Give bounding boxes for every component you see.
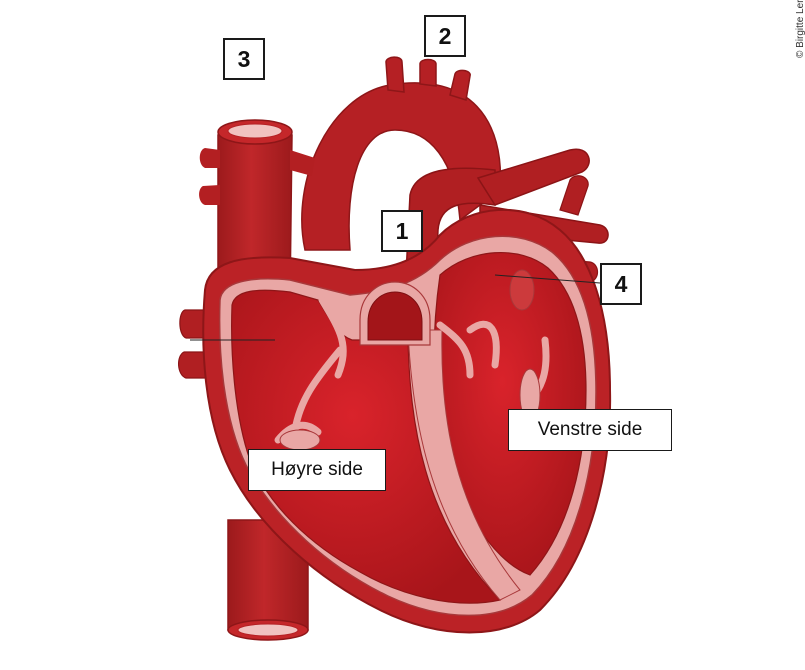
label-1: 1 xyxy=(381,210,423,252)
label-2: 2 xyxy=(424,15,466,57)
label-right-side: Høyre side xyxy=(248,449,386,491)
label-left-side: Venstre side xyxy=(508,409,672,451)
aortic-valve xyxy=(360,282,430,345)
label-4: 4 xyxy=(600,263,642,305)
copyright-notice: © Birgitte Lerche-Barlach 2012 xyxy=(795,0,805,58)
label-3: 3 xyxy=(223,38,265,80)
